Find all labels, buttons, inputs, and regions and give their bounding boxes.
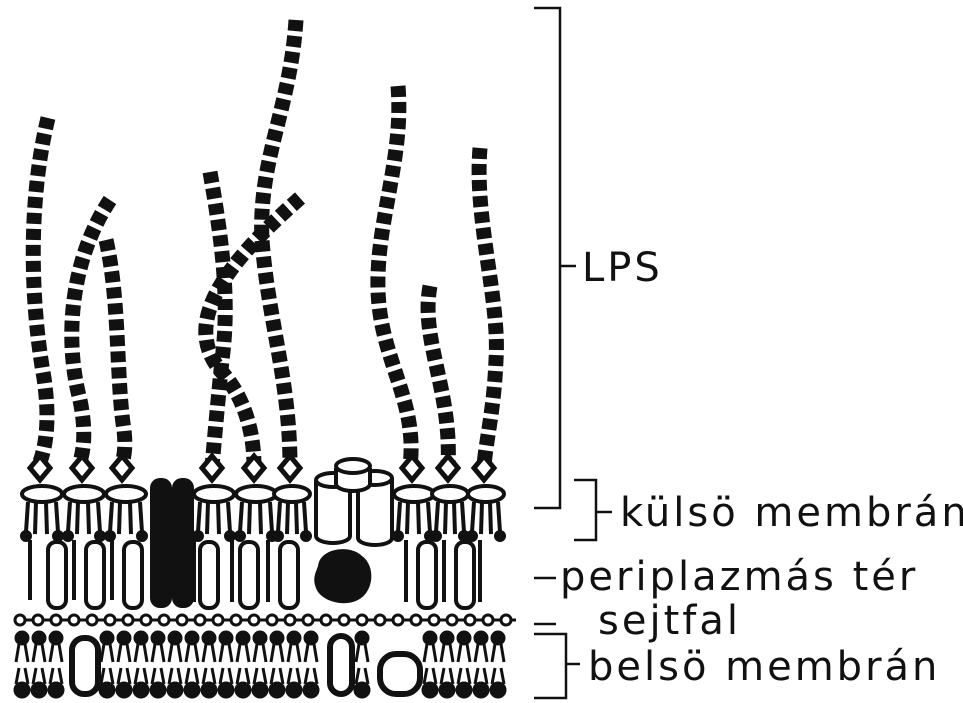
cell-wall-bead bbox=[429, 615, 439, 625]
phospholipid-pair bbox=[474, 632, 488, 697]
phospholipid-pair bbox=[32, 632, 46, 697]
cell-wall-bead bbox=[375, 615, 385, 625]
phospholipid-pair bbox=[270, 632, 284, 697]
phospholipid-pair bbox=[49, 632, 63, 697]
phospholipid-pair bbox=[117, 632, 131, 697]
cell-wall-bead bbox=[51, 615, 61, 625]
phospholipid-pair bbox=[134, 632, 148, 697]
cell-wall-bead bbox=[105, 615, 115, 625]
cell-wall-bead bbox=[159, 615, 169, 625]
lipid-a bbox=[22, 486, 62, 540]
cell-wall-bead bbox=[231, 615, 241, 625]
cell-wall-bead bbox=[285, 615, 295, 625]
cell-wall-bead bbox=[339, 615, 349, 625]
cell-wall-bead bbox=[411, 615, 421, 625]
phospholipid-pair bbox=[15, 632, 29, 697]
lipoproteins bbox=[30, 540, 480, 608]
lipid-a bbox=[394, 486, 434, 540]
phospholipid-pair bbox=[236, 632, 250, 697]
phospholipid-pair bbox=[440, 632, 454, 697]
lps-chain bbox=[106, 240, 125, 464]
phospholipid-pair bbox=[185, 632, 199, 697]
phospholipid-pair bbox=[100, 632, 114, 697]
lps-chain bbox=[479, 148, 496, 466]
outer-membrane-bracket bbox=[574, 480, 596, 540]
outer-membrane-label: külsö membrán bbox=[620, 490, 963, 536]
porin-trimer bbox=[316, 459, 392, 545]
cell-wall-bead bbox=[33, 615, 43, 625]
phospholipid-pair bbox=[491, 632, 505, 697]
lipid-a bbox=[274, 486, 310, 540]
inner-membrane-protein bbox=[330, 636, 352, 694]
cell-wall-bead bbox=[195, 615, 205, 625]
cell-wall-bead bbox=[69, 615, 79, 625]
lipid-a bbox=[194, 486, 234, 540]
phospholipid-pair bbox=[168, 632, 182, 697]
lipid-a bbox=[432, 486, 468, 540]
lipoprotein bbox=[240, 542, 258, 608]
cell-wall-bead bbox=[447, 615, 457, 625]
cell-wall-bead bbox=[87, 615, 97, 625]
cell-wall-bead bbox=[483, 615, 493, 625]
cell-wall-bead bbox=[303, 615, 313, 625]
phospholipid-pair bbox=[355, 632, 369, 697]
cell-wall-bead bbox=[267, 615, 277, 625]
lps-chains bbox=[33, 20, 496, 466]
phospholipid-pair bbox=[151, 632, 165, 697]
lipid-a bbox=[468, 486, 504, 540]
cell-wall-bead bbox=[213, 615, 223, 625]
periplasmic-space-label: periplazmás tér bbox=[560, 554, 918, 600]
phospholipid-pair bbox=[304, 632, 318, 697]
cell-wall-bead bbox=[465, 615, 475, 625]
inner-membrane-bracket bbox=[534, 634, 566, 698]
lps-core bbox=[280, 456, 300, 480]
lps-label: LPS bbox=[582, 245, 663, 291]
lipid-a bbox=[236, 486, 276, 540]
lps-core bbox=[438, 456, 458, 480]
lps-core bbox=[72, 456, 92, 480]
lps-chain bbox=[33, 118, 48, 462]
inner-membrane-label: belsö membrán bbox=[588, 644, 940, 690]
cell-wall-bead bbox=[177, 615, 187, 625]
phospholipid-pair bbox=[219, 632, 233, 697]
lps-bracket bbox=[534, 8, 560, 508]
lps-chain bbox=[428, 286, 448, 466]
cell-wall-bead bbox=[249, 615, 259, 625]
lipoprotein bbox=[86, 542, 104, 608]
inner-membrane-protein bbox=[380, 654, 420, 694]
phospholipid-pair bbox=[287, 632, 301, 697]
cell-wall-label: sejtfal bbox=[598, 598, 741, 644]
lipoprotein bbox=[280, 542, 298, 608]
phospholipid-pair bbox=[457, 632, 471, 697]
lps-chain bbox=[72, 200, 110, 462]
lipoprotein bbox=[456, 542, 474, 608]
phospholipid-pair bbox=[202, 632, 216, 697]
lps-cores bbox=[30, 456, 494, 480]
lipid-a bbox=[64, 486, 104, 540]
lps-chain bbox=[262, 20, 296, 466]
cell-wall-bead bbox=[393, 615, 403, 625]
lps-core bbox=[402, 456, 422, 480]
cell-wall-bead bbox=[123, 615, 133, 625]
lipoprotein bbox=[200, 542, 218, 608]
outer-membrane bbox=[22, 486, 504, 540]
cell-wall-bead bbox=[321, 615, 331, 625]
outer-membrane-protein bbox=[150, 478, 194, 608]
cell-wall-bead bbox=[141, 615, 151, 625]
cell-wall-bead bbox=[15, 615, 25, 625]
lipoprotein bbox=[124, 542, 142, 608]
cell-wall-bead bbox=[357, 615, 367, 625]
phospholipid-pair bbox=[253, 632, 267, 697]
lipid-a bbox=[106, 486, 146, 540]
inner-membrane-protein bbox=[72, 638, 98, 694]
lps-core bbox=[112, 456, 132, 480]
lipoprotein bbox=[418, 542, 436, 608]
lipoprotein bbox=[48, 542, 66, 608]
phospholipid-pair bbox=[423, 632, 437, 697]
lps-chain bbox=[378, 86, 411, 466]
cell-wall-bead bbox=[501, 615, 511, 625]
cell-wall bbox=[14, 615, 516, 625]
periplasmic-protein bbox=[314, 549, 371, 603]
